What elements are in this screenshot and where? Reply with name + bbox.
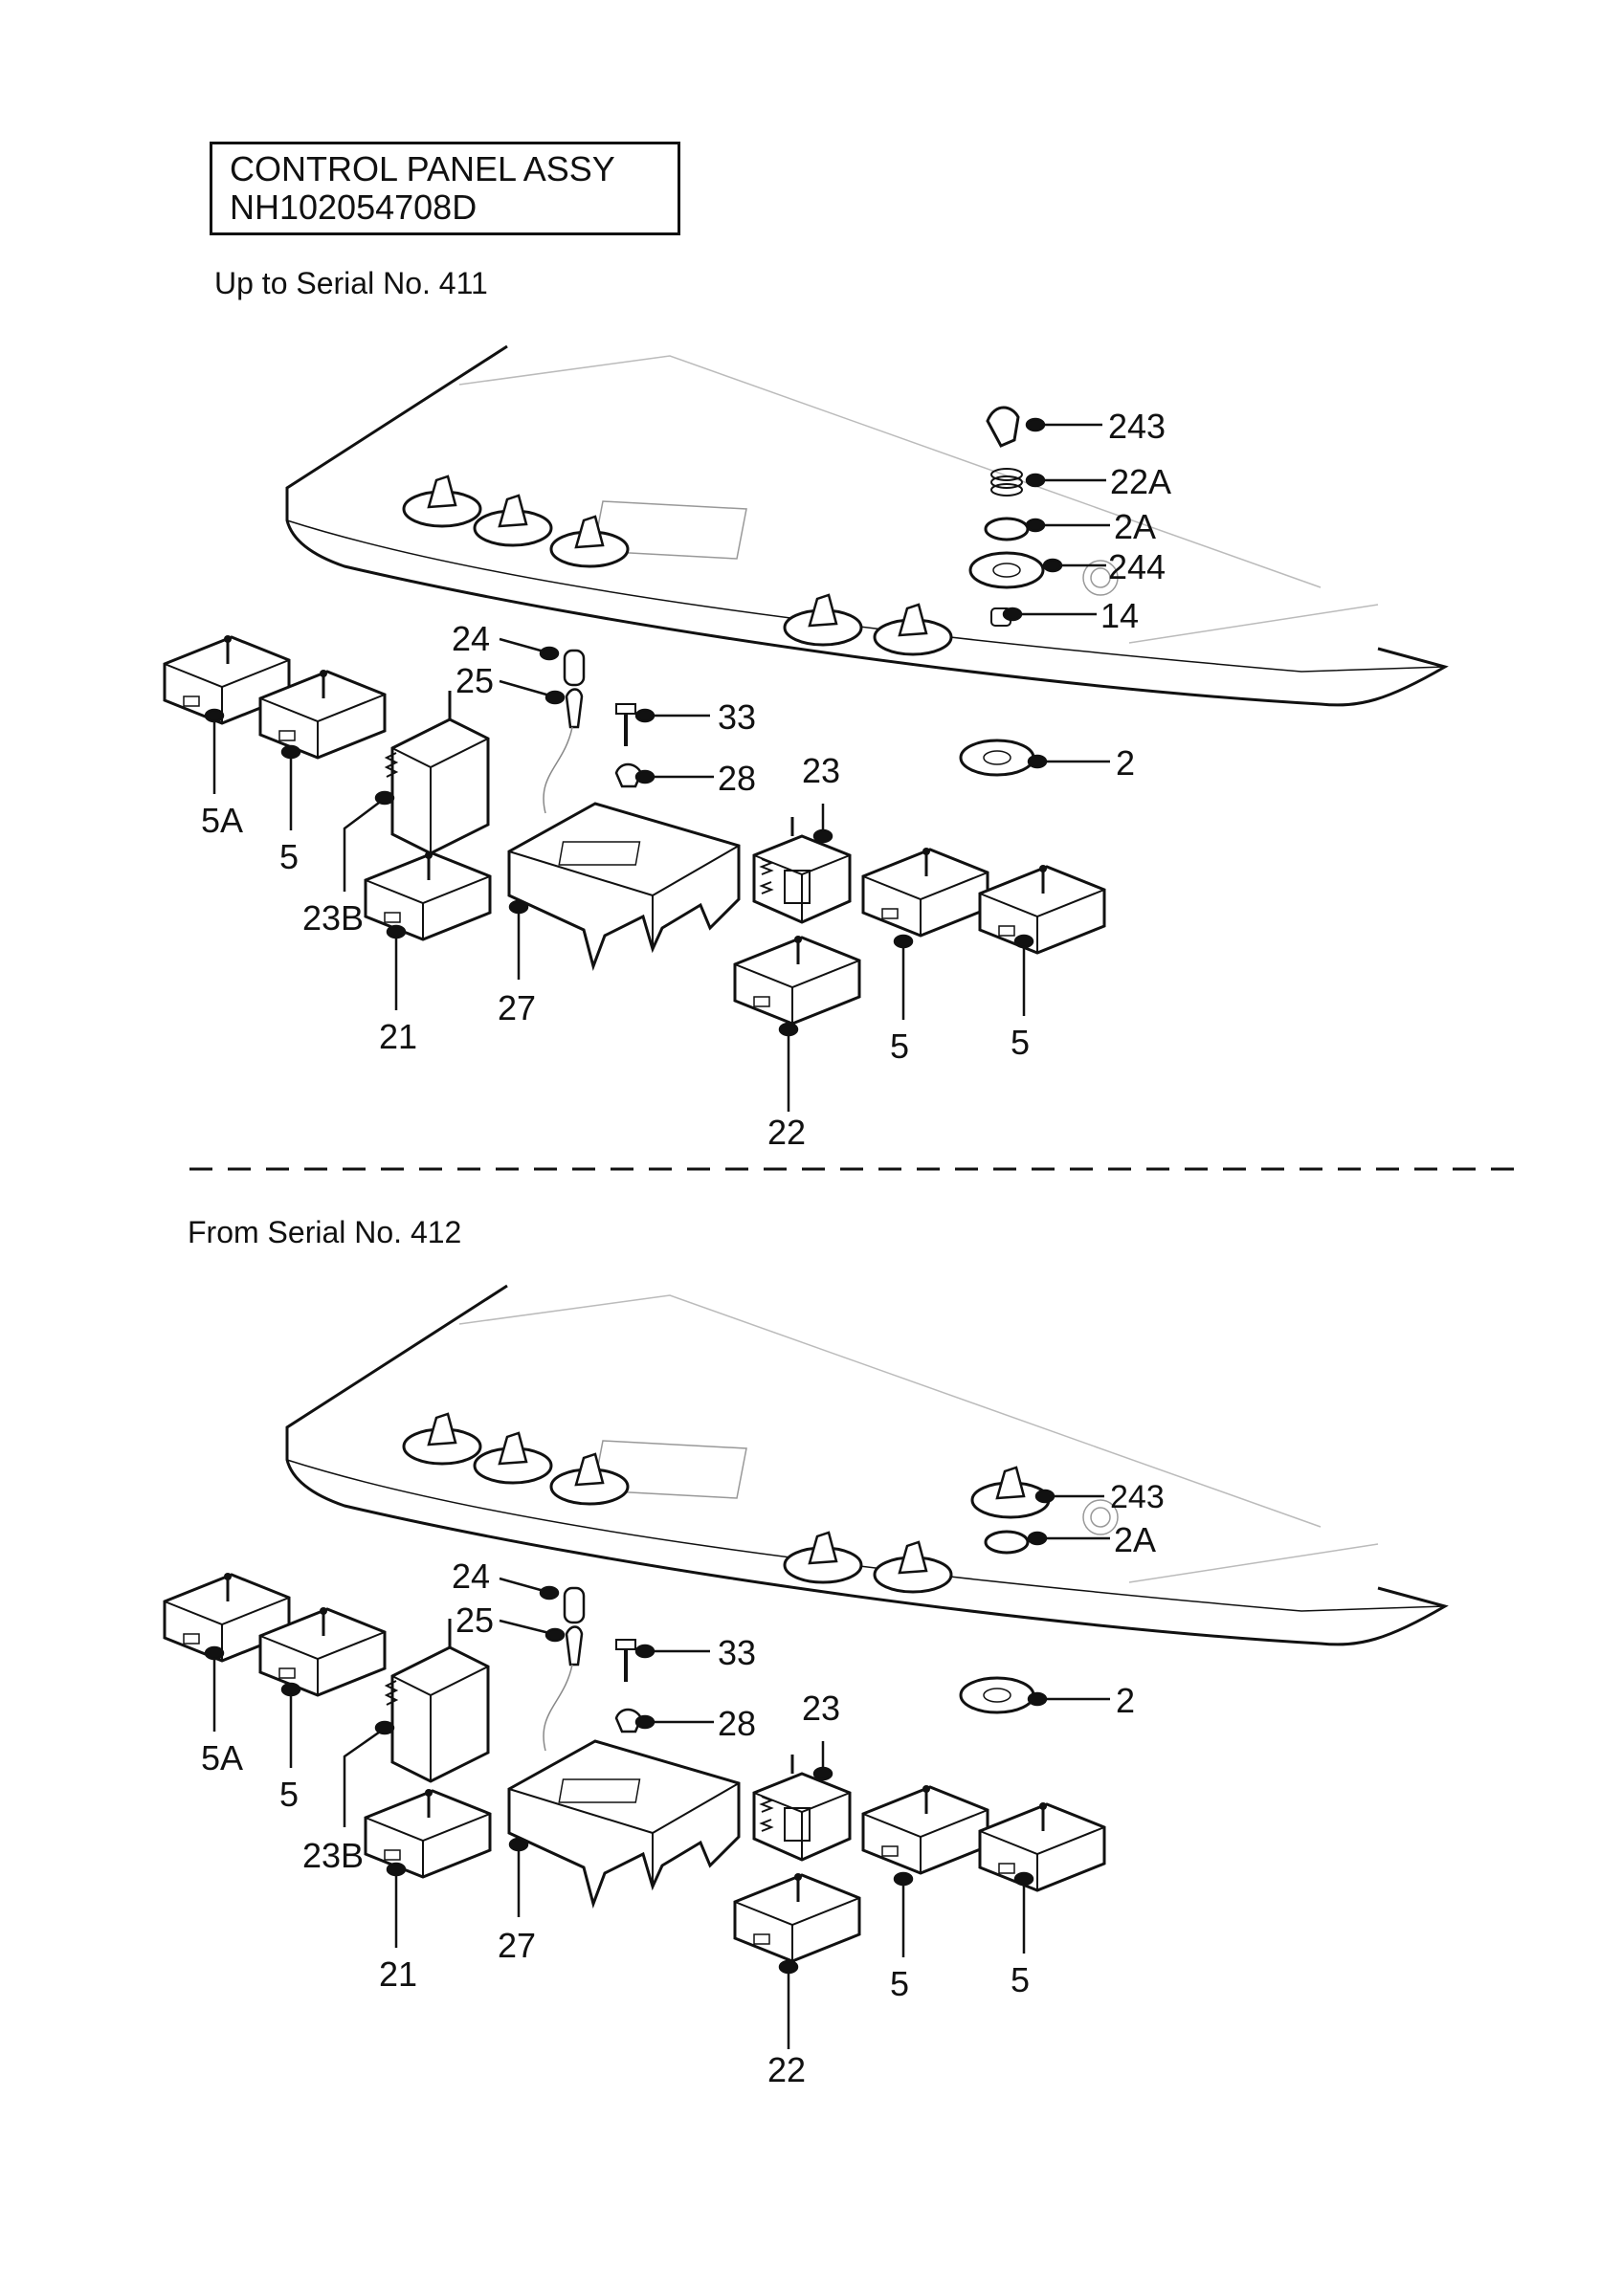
callout-33: 33 [718,697,756,737]
callout-labels-bottom: 243 2A 24 25 33 28 23 2 5A 5 23B 21 27 2… [201,1479,1165,2089]
callout-5: 5 [1011,1023,1030,1062]
callout-23: 23 [802,1689,840,1728]
callout-5: 5 [279,837,299,876]
callout-22: 22 [767,1113,806,1152]
callout-243: 243 [1108,407,1166,446]
callout-25: 25 [455,1601,494,1640]
section-note-top: Up to Serial No. 411 [214,266,488,300]
callout-5: 5 [890,1964,909,2003]
assembly-title: CONTROL PANEL ASSY [230,149,615,188]
callout-2: 2 [1116,1681,1135,1720]
callout-2A: 2A [1114,1520,1156,1559]
callout-2: 2 [1116,743,1135,783]
callout-24: 24 [452,1556,490,1596]
callout-14: 14 [1100,596,1139,635]
callout-243: 243 [1110,1479,1165,1515]
callout-28: 28 [718,759,756,798]
callout-5A: 5A [201,1738,243,1777]
callout-5: 5 [890,1027,909,1066]
part-number: NH102054708D [230,188,478,227]
callout-23B: 23B [302,1836,364,1875]
parts-bottom [163,1530,1106,1963]
diagram-bottom: 243 2A 24 25 33 28 23 2 5A 5 23B 21 27 2… [163,1284,1447,2089]
callout-21: 21 [379,1017,417,1056]
callout-23: 23 [802,751,840,790]
diagram-top: 243 22A 2A 244 14 24 25 33 28 23 2 5A 5 … [163,344,1447,1152]
callout-23B: 23B [302,898,364,938]
callout-21: 21 [379,1954,417,1994]
callout-22: 22 [767,2050,806,2089]
callout-28: 28 [718,1704,756,1743]
callout-27: 27 [498,1926,536,1965]
callout-22A: 22A [1110,462,1171,501]
callout-leaders-top [204,417,1110,1112]
callout-244: 244 [1108,547,1166,586]
callout-leaders-bottom [204,1489,1110,2049]
callout-labels-top: 243 22A 2A 244 14 24 25 33 28 23 2 5A 5 … [201,407,1171,1152]
callout-33: 33 [718,1633,756,1672]
callout-5A: 5A [201,801,243,840]
callout-24: 24 [452,619,490,658]
callout-5: 5 [279,1775,299,1814]
section-note-bottom: From Serial No. 412 [188,1215,462,1249]
callout-27: 27 [498,988,536,1027]
callout-25: 25 [455,661,494,700]
callout-5: 5 [1011,1960,1030,1999]
title-box: CONTROL PANEL ASSY NH102054708D [210,142,680,235]
callout-2A: 2A [1114,507,1156,546]
